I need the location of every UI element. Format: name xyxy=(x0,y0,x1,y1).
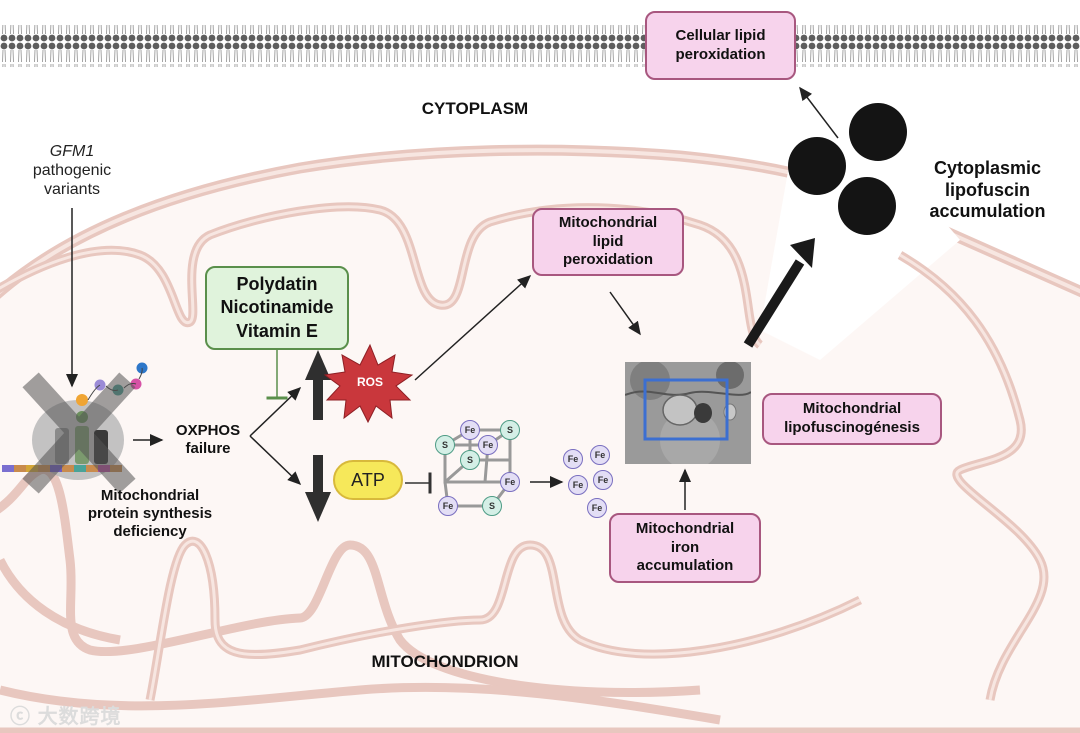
mito-iron-accumulation-box: Mitochondrial iron accumulation xyxy=(609,513,761,583)
cl-line1: Cytoplasmic xyxy=(933,158,1042,178)
treatment-polydatin: Polydatin xyxy=(236,273,318,294)
cytoplasmic-lipofuscin-label: Cytoplasmic lipofuscin accumulation xyxy=(915,158,1060,223)
lipofuscin-granules-icon xyxy=(788,103,907,235)
mitochondrion-label: MITOCHONDRION xyxy=(371,652,519,671)
free-fe-atom-icon: Fe xyxy=(568,475,588,495)
gene-name: GFM1 xyxy=(49,143,95,160)
atp-badge: ATP xyxy=(333,460,403,500)
cl-line3: accumulation xyxy=(929,201,1046,222)
oxphos-to-ros-arrow xyxy=(249,386,302,437)
oxphos-line1: OXPHOS xyxy=(175,422,241,439)
plasma-membrane xyxy=(0,25,1080,67)
watermark-text: 大数跨境 xyxy=(37,706,122,728)
s-atom-icon: S xyxy=(460,450,480,470)
decrease-arrow-icon xyxy=(305,455,331,522)
electron-micrograph xyxy=(625,362,751,464)
mlf-line1: Mitochondrial xyxy=(802,400,902,418)
free-fe-atom-icon: Fe xyxy=(563,449,583,469)
s-atom-icon: S xyxy=(482,496,502,516)
watermark: ⓒ 大数跨境 xyxy=(10,700,122,729)
cytoplasm-label: CYTOPLASM xyxy=(421,99,529,118)
gene-line2: variants xyxy=(43,181,101,199)
fe-atom-icon: Fe xyxy=(478,435,498,455)
oxphos-label: OXPHOS failure xyxy=(163,422,253,458)
gene-line1: pathogenic xyxy=(32,162,112,180)
cellular-lipid-peroxidation-box: Cellular lipid peroxidation xyxy=(645,11,796,80)
mia-line2: iron xyxy=(670,538,700,556)
mlf-line2: lipofuscinogénesis xyxy=(784,419,920,436)
lipid-to-em-arrow xyxy=(609,291,641,336)
free-fe-atom-icon: Fe xyxy=(587,498,607,518)
ribosome-caption-line2: protein synthesis xyxy=(87,505,213,522)
watermark-logo-icon: ⓒ xyxy=(10,706,38,728)
mia-line1: Mitochondrial xyxy=(635,519,735,537)
fe-atom-icon: Fe xyxy=(438,496,458,516)
lipofuscin-export-arrow xyxy=(743,238,815,348)
ribosome-caption: Mitochondrial protein synthesis deficien… xyxy=(70,487,230,541)
s-atom-icon: S xyxy=(435,435,455,455)
free-fe-atom-icon: Fe xyxy=(593,470,613,490)
clp-line1: Cellular lipid xyxy=(675,26,766,44)
lipofuscin-to-cellular-arrow xyxy=(799,86,839,139)
fe-atom-icon: Fe xyxy=(460,420,480,440)
ros-to-lipid-arrow xyxy=(414,274,532,381)
ros-label: ROS xyxy=(356,375,383,389)
treatment-vitamin-e: Vitamin E xyxy=(236,320,318,341)
oxphos-line2: failure xyxy=(185,440,231,457)
oxphos-to-atp-arrow xyxy=(249,435,302,486)
mlp-line2: lipid xyxy=(592,232,624,250)
increase-arrow-icon xyxy=(305,350,331,420)
ros-star-icon xyxy=(323,343,414,424)
clp-line2: peroxidation xyxy=(675,45,766,63)
treatment-box: Polydatin Nicotinamide Vitamin E xyxy=(205,266,349,350)
free-fe-atom-icon: Fe xyxy=(590,445,610,465)
s-atom-icon: S xyxy=(500,420,520,440)
mito-lipid-peroxidation-box: Mitochondrial lipid peroxidation xyxy=(532,208,684,276)
mito-lipofuscinogenesis-box: Mitochondrial lipofuscinogénesis xyxy=(762,393,942,445)
treatment-nicotinamide: Nicotinamide xyxy=(220,297,334,318)
mia-line3: accumulation xyxy=(636,557,734,575)
ribosome-caption-line1: Mitochondrial xyxy=(100,487,200,504)
cl-line2: lipofuscin xyxy=(945,179,1030,200)
gfm1-label: GFM1 pathogenic variants xyxy=(12,142,132,200)
fe-atom-icon: Fe xyxy=(500,472,520,492)
mlp-line3: peroxidation xyxy=(562,251,653,269)
ribosome-caption-line3: deficiency xyxy=(113,523,187,540)
ribosome-icon xyxy=(2,362,148,494)
mlp-line1: Mitochondrial xyxy=(558,213,658,231)
